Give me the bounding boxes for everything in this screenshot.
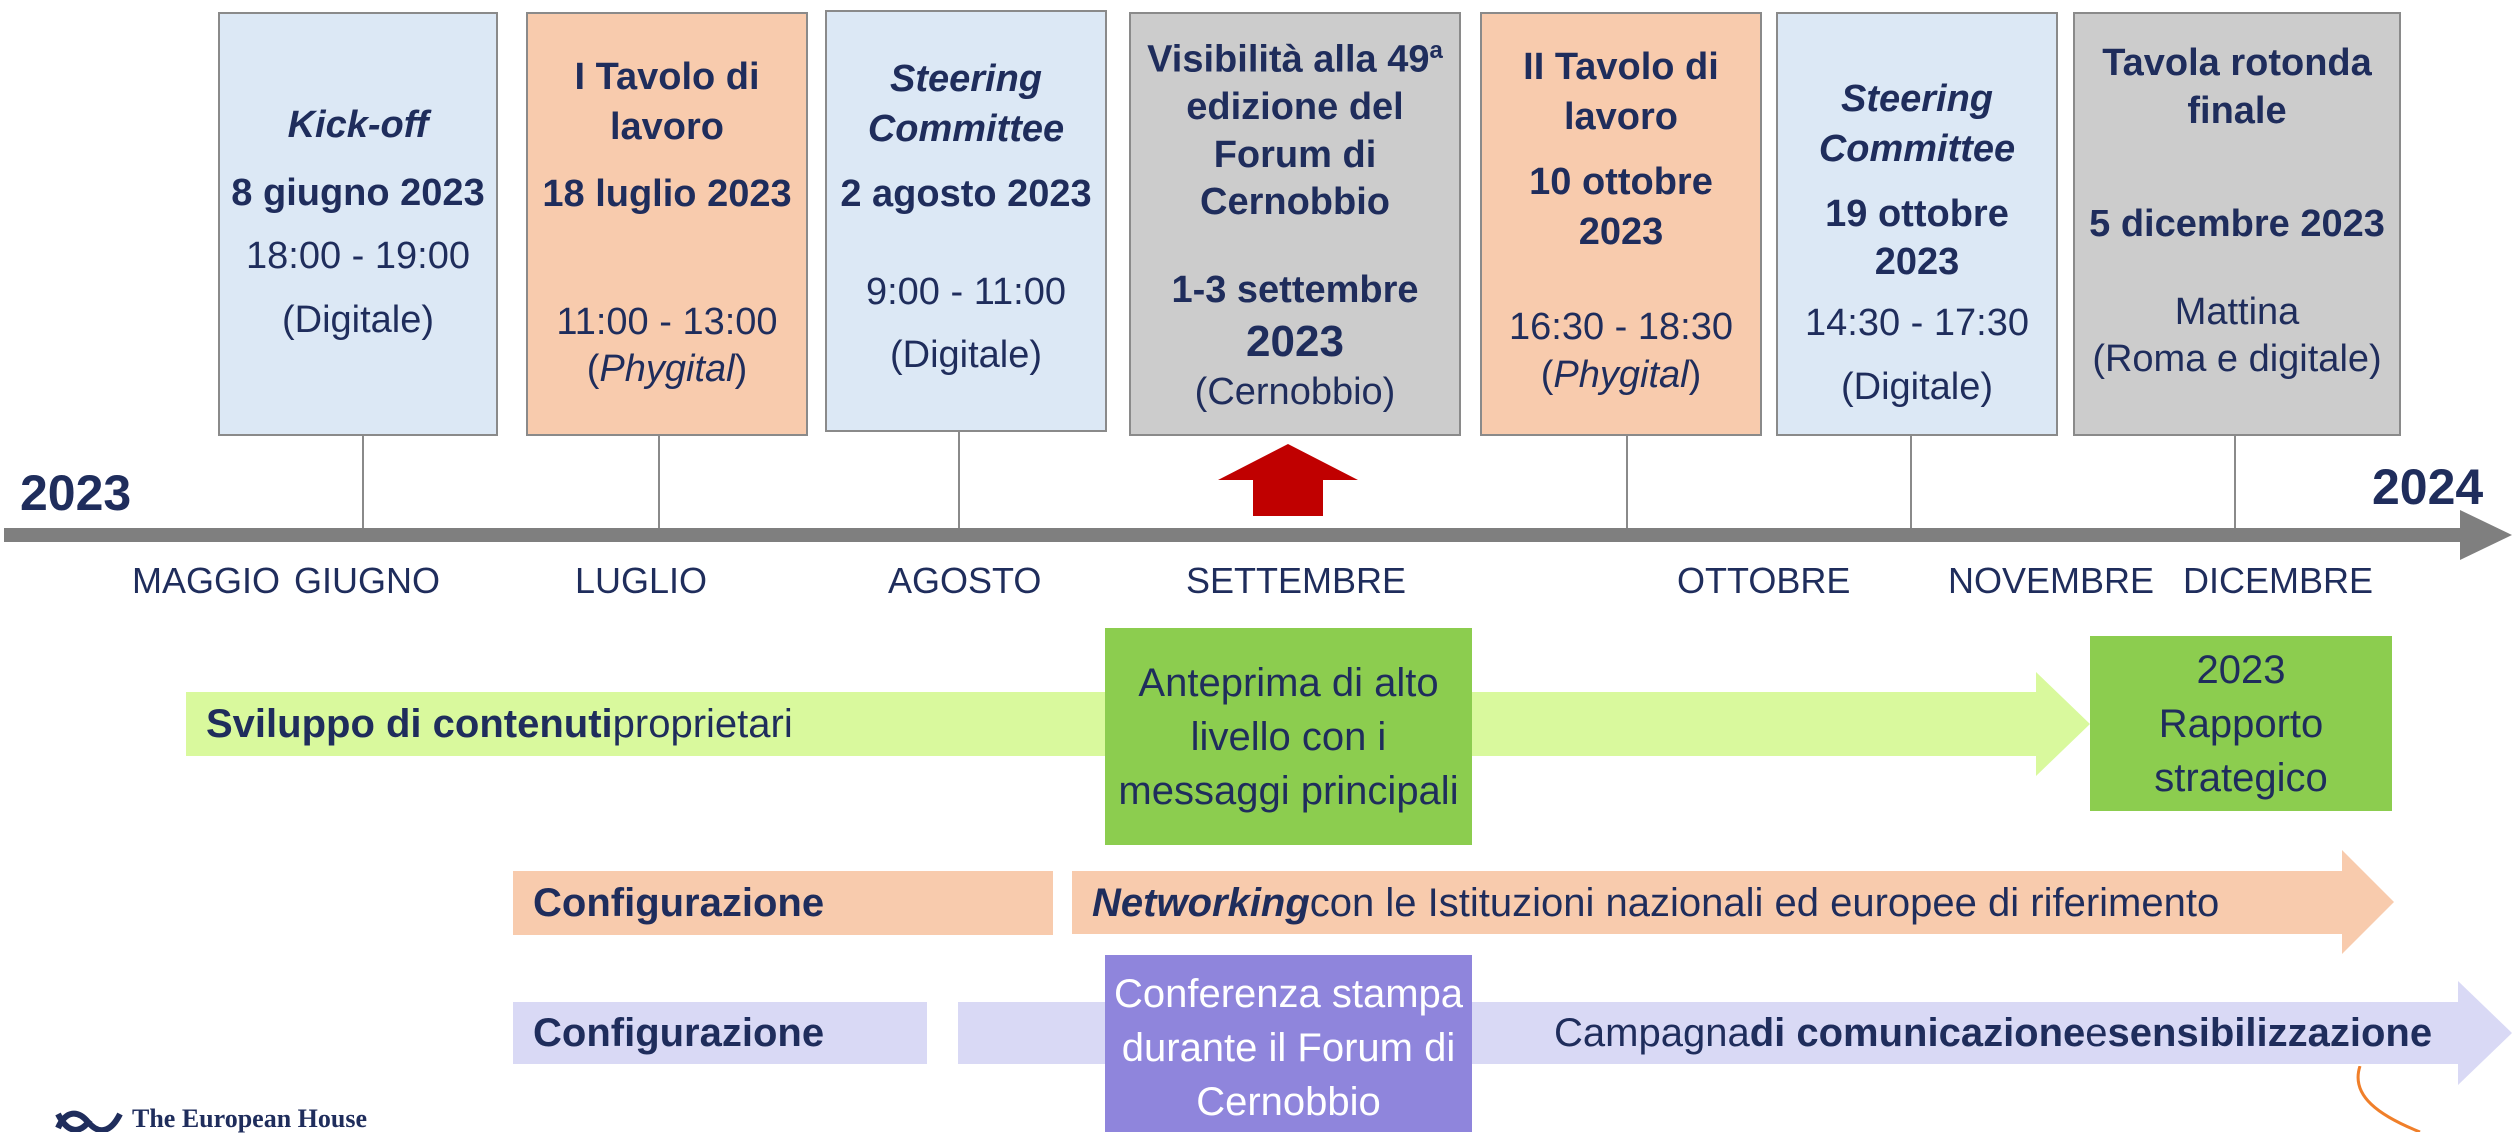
- event-mode: (Digitale): [889, 334, 1043, 376]
- timeline-start-year: 2023: [20, 465, 132, 521]
- connector-line: [658, 436, 660, 528]
- event-title: II Tavolo di: [1523, 46, 1719, 88]
- networking-arrow: [1072, 850, 2394, 954]
- european-house-logo-icon: [55, 1110, 123, 1132]
- event-title: Committee: [867, 107, 1065, 150]
- event-title: Committee: [1818, 127, 2016, 170]
- event-date: 2023: [1578, 210, 1664, 253]
- event-title: finale: [2187, 89, 2287, 132]
- event-time: 14:30 - 17:30: [1805, 302, 2029, 344]
- event-date: 10 ottobre: [1529, 161, 1713, 203]
- month-label: NOVEMBRE: [1948, 560, 2155, 601]
- strategic-report-box: 2023 Rapporto strategico: [2090, 636, 2392, 811]
- press-conference-box: Conferenza stampa durante il Forum di Ce…: [1105, 955, 1472, 1132]
- networking-config-bar: Configurazione: [513, 871, 1053, 935]
- connector-line: [958, 432, 960, 528]
- connector-line: [1626, 436, 1628, 528]
- month-label: DICEMBRE: [2183, 560, 2374, 601]
- event-tavolo-1: I Tavolo di lavoro 18 luglio 2023 11:00 …: [526, 12, 808, 436]
- event-tavola-rotonda: Tavola rotonda finale 5 dicembre 2023 Ma…: [2073, 12, 2401, 436]
- event-date: 2 agosto 2023: [840, 173, 1092, 215]
- highlight-arrow-icon: [1218, 444, 1358, 516]
- month-label: SETTEMBRE: [1186, 560, 1407, 601]
- event-mode: (Digitale): [1840, 365, 1994, 408]
- comms-config-bar: Configurazione: [513, 1002, 927, 1064]
- month-label: MAGGIO: [132, 560, 281, 601]
- month-label: OTTOBRE: [1677, 560, 1851, 601]
- event-date: 1-3 settembre: [1171, 268, 1419, 311]
- event-mode: (Roma e digitale): [2092, 338, 2382, 380]
- content-track-label: Sviluppo di contenuti proprietari: [206, 701, 793, 746]
- event-kickoff: Kick-off 8 giugno 2023 18:00 - 19:00 (Di…: [218, 12, 498, 436]
- event-mode: (Phygital): [1540, 353, 1702, 396]
- event-date: 8 giugno 2023: [231, 171, 485, 214]
- event-time: 18:00 - 19:00: [246, 235, 470, 277]
- event-date: 5 dicembre 2023: [2089, 203, 2385, 245]
- event-mode: (Digitale): [281, 298, 435, 341]
- event-mode: (Phygital): [586, 348, 748, 390]
- connector-line: [362, 436, 364, 528]
- event-date: 19 ottobre 2023: [1825, 193, 2009, 283]
- networking-label: Networking con le Istituzioni nazionali …: [1092, 880, 2220, 925]
- preview-box: Anteprima di alto livello con i messaggi…: [1105, 628, 1472, 845]
- event-mode: (Cernobbio): [1194, 371, 1396, 414]
- event-title: Forum di: [1213, 133, 1377, 176]
- event-title: Kick-off: [287, 104, 429, 146]
- event-title: Steering: [1840, 78, 1994, 120]
- event-title: Steering: [889, 58, 1043, 100]
- connector-line: [2234, 436, 2236, 528]
- month-label: AGOSTO: [888, 560, 1042, 601]
- event-title: edizione del: [1186, 86, 1404, 129]
- event-title: Tavola rotonda: [2102, 42, 2372, 84]
- event-title: lavoro: [1563, 95, 1679, 138]
- event-title: Visibilità alla 49a: [1147, 37, 1443, 81]
- month-label: GIUGNO: [294, 560, 441, 601]
- event-time: 9:00 - 11:00: [865, 270, 1066, 313]
- campaign-label: Campagna di comunicazione e sensibilizza…: [1554, 1010, 2433, 1055]
- decorative-curve-icon: [2356, 1066, 2421, 1132]
- event-title: Cernobbio: [1200, 181, 1390, 224]
- event-time: 16:30 - 18:30: [1509, 306, 1733, 348]
- connector-line: [1910, 436, 1912, 528]
- timeline-end-year: 2024: [2372, 459, 2484, 515]
- event-forum-cernobbio: Visibilità alla 49a edizione del Forum d…: [1129, 12, 1461, 436]
- event-date: 18 luglio 2023: [542, 173, 792, 215]
- event-date: 2023: [1246, 317, 1344, 367]
- event-time: 11:00 - 13:00: [556, 300, 778, 343]
- timeline-axis: [4, 510, 2512, 560]
- european-house-logo-text: The European House: [132, 1104, 368, 1133]
- event-title: I Tavolo di: [574, 56, 760, 98]
- event-time: Mattina: [2174, 290, 2300, 333]
- event-steering-1: Steering Committee 2 agosto 2023 9:00 - …: [825, 10, 1107, 432]
- event-tavolo-2: II Tavolo di lavoro 10 ottobre 2023 16:3…: [1480, 12, 1762, 436]
- month-label: LUGLIO: [575, 560, 708, 601]
- event-steering-2: Steering Committee 19 ottobre 2023 14:30…: [1776, 12, 2058, 436]
- event-title: lavoro: [609, 105, 725, 148]
